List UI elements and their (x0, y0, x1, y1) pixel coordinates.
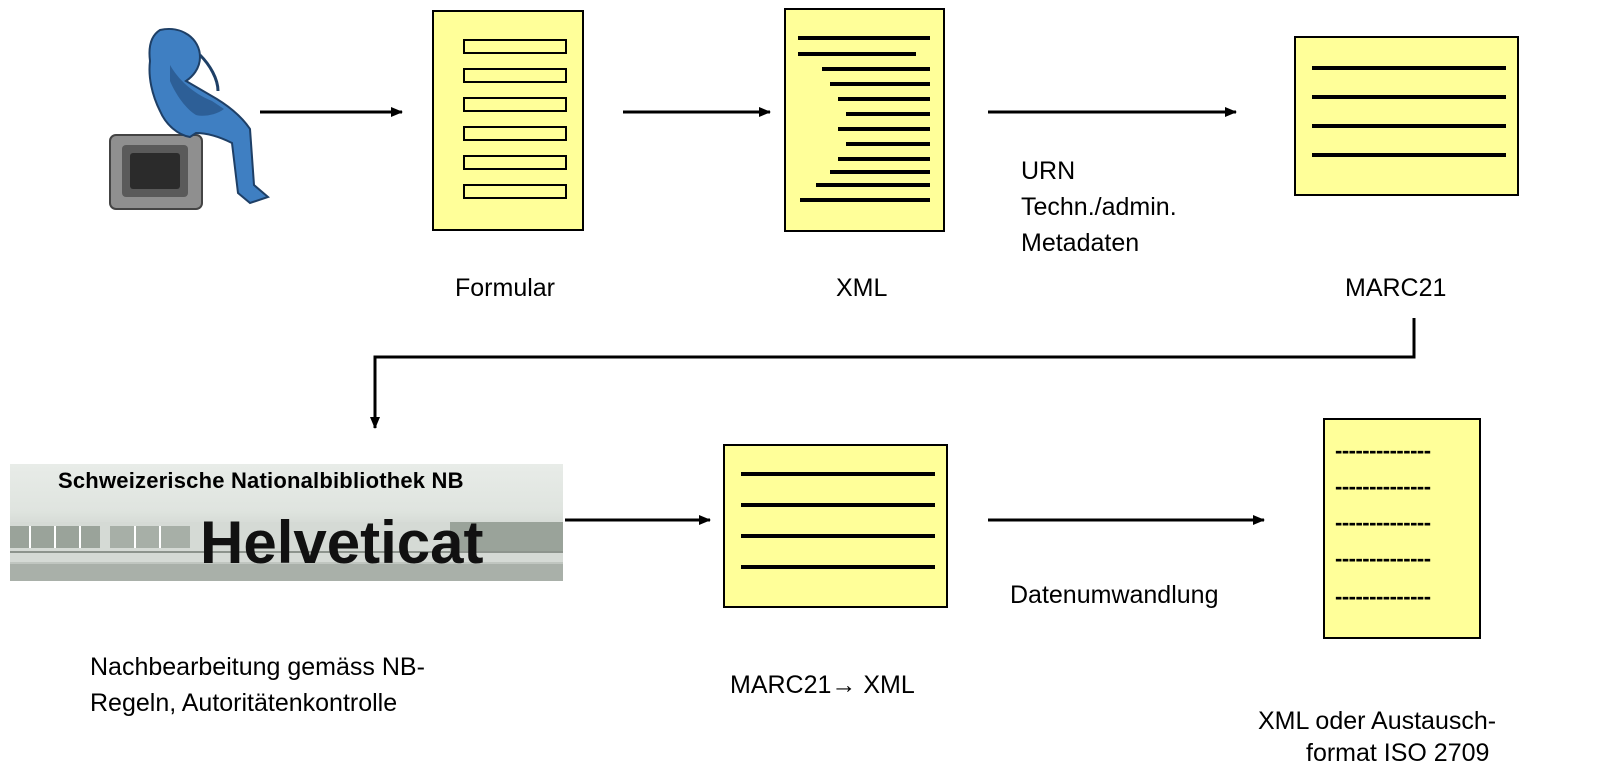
label-xml-oder-1: XML oder Austausch- (1258, 707, 1497, 735)
label-formular: Formular (455, 274, 556, 302)
marc21-document (1294, 36, 1519, 196)
label-xml-oder-2: format ISO 2709 (1306, 739, 1490, 767)
connector-marc21-to-helveticat (370, 318, 1416, 429)
dash-line: -------------- (1335, 474, 1431, 499)
helveticat-banner: Schweizerische Nationalbibliothek NB Hel… (10, 464, 563, 581)
label-urn: URN (1021, 157, 1076, 185)
label-metadaten: Metadaten (1021, 229, 1140, 257)
label-xml: XML (836, 274, 888, 302)
label-marc21-to-xml: MARC21→ XML (730, 671, 915, 699)
label-datenumwandlung: Datenumwandlung (1010, 581, 1219, 609)
label-marc21: MARC21 (1345, 274, 1447, 302)
xml-document (784, 8, 945, 232)
dash-line: -------------- (1335, 438, 1431, 463)
thinker-on-monitor-icon (109, 27, 270, 210)
formular-document (432, 10, 584, 231)
banner-name: Helveticat (200, 509, 484, 576)
dash-line: -------------- (1335, 510, 1431, 535)
marc21-to-xml-document (723, 444, 948, 608)
banner-title: Schweizerische Nationalbibliothek NB (58, 468, 464, 493)
dash-line: -------------- (1335, 584, 1431, 609)
label-nachbearbeitung-2: Regeln, Autoritätenkontrolle (90, 689, 398, 717)
label-techn-admin: Techn./admin. (1021, 193, 1177, 221)
building-backdrop (10, 522, 563, 581)
dash-line: -------------- (1335, 546, 1431, 571)
label-nachbearbeitung-1: Nachbearbeitung gemäss NB- (90, 653, 425, 681)
iso2709-document: -------------- -------------- ----------… (1323, 418, 1481, 639)
